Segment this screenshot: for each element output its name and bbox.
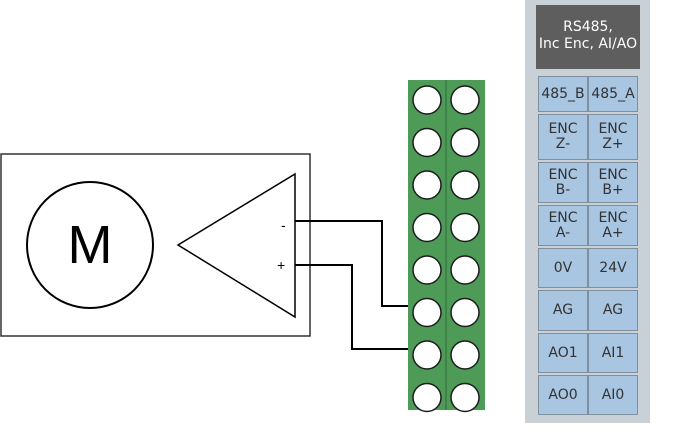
terminal-hole bbox=[450, 127, 480, 158]
terminal-block bbox=[408, 80, 485, 413]
pin-cell-left: ENC B- bbox=[538, 162, 588, 203]
terminal-hole bbox=[450, 85, 480, 115]
pin-label: 485_B bbox=[541, 85, 585, 102]
terminal-hole bbox=[450, 340, 480, 370]
pin-cell-left: AO0 bbox=[538, 375, 588, 415]
pin-cell-right: ENC A+ bbox=[588, 205, 638, 246]
pin-cell-left: ENC Z- bbox=[538, 114, 588, 160]
pin-label: 24V bbox=[599, 259, 627, 276]
pin-label: ENC B+ bbox=[598, 166, 628, 198]
terminal-hole bbox=[412, 382, 442, 413]
amplifier-minus-label: - bbox=[281, 217, 286, 233]
pin-label: ENC Z- bbox=[548, 121, 578, 152]
pin-label: ENC A- bbox=[548, 209, 578, 241]
wire-plus bbox=[295, 264, 417, 350]
pin-label: AO1 bbox=[548, 344, 578, 361]
pin-cell-right: AG bbox=[588, 290, 638, 331]
terminal-hole bbox=[412, 85, 442, 115]
pin-panel: RS485, Inc Enc, AI/AO 485_B 485_A ENC Z- EN… bbox=[525, 0, 650, 423]
pin-label: 0V bbox=[553, 259, 573, 276]
terminal-hole bbox=[450, 212, 480, 243]
pin-cell-right: ENC B+ bbox=[588, 162, 638, 203]
panel-header: RS485, Inc Enc, AI/AO bbox=[536, 5, 640, 69]
pin-cell-left: 0V bbox=[538, 248, 588, 288]
pin-cell-left: 485_B bbox=[538, 76, 588, 112]
wire-minus bbox=[295, 220, 417, 307]
pin-label: ENC A+ bbox=[598, 209, 628, 241]
pin-label: ENC Z+ bbox=[598, 121, 628, 152]
amplifier-plus-label: + bbox=[277, 257, 285, 273]
motor-label: M bbox=[68, 215, 113, 275]
pin-label: AG bbox=[552, 302, 574, 318]
pin-cell-right: AI0 bbox=[588, 375, 638, 415]
terminal-hole bbox=[412, 255, 442, 285]
amplifier-symbol bbox=[176, 172, 296, 319]
pin-label: 485_A bbox=[591, 85, 635, 102]
pin-cell-left: ENC A- bbox=[538, 205, 588, 246]
terminal-hole bbox=[412, 170, 442, 200]
terminal-hole bbox=[412, 340, 442, 370]
terminal-hole bbox=[450, 382, 480, 413]
motor-symbol bbox=[26, 181, 154, 309]
pin-cell-right: 485_A bbox=[588, 76, 638, 112]
terminal-hole bbox=[412, 297, 442, 328]
panel-title-line2: Inc Enc, AI/AO bbox=[538, 36, 638, 52]
pin-cell-left: AO1 bbox=[538, 333, 588, 373]
pin-cell-right: AI1 bbox=[588, 333, 638, 373]
panel-title-line1: RS485, bbox=[563, 19, 613, 35]
pin-label: AI1 bbox=[601, 344, 625, 361]
pin-cell-right: ENC Z+ bbox=[588, 114, 638, 160]
terminal-hole bbox=[450, 255, 480, 285]
terminal-hole bbox=[412, 127, 442, 158]
pin-cell-left: AG bbox=[538, 290, 588, 331]
pin-label: ENC B- bbox=[548, 166, 578, 198]
terminal-hole bbox=[450, 297, 480, 328]
pin-label: AG bbox=[602, 302, 624, 318]
pin-cell-right: 24V bbox=[588, 248, 638, 288]
terminal-hole bbox=[450, 170, 480, 200]
pin-label: AO0 bbox=[548, 386, 578, 403]
terminal-hole bbox=[412, 212, 442, 243]
pin-label: AI0 bbox=[601, 386, 625, 403]
